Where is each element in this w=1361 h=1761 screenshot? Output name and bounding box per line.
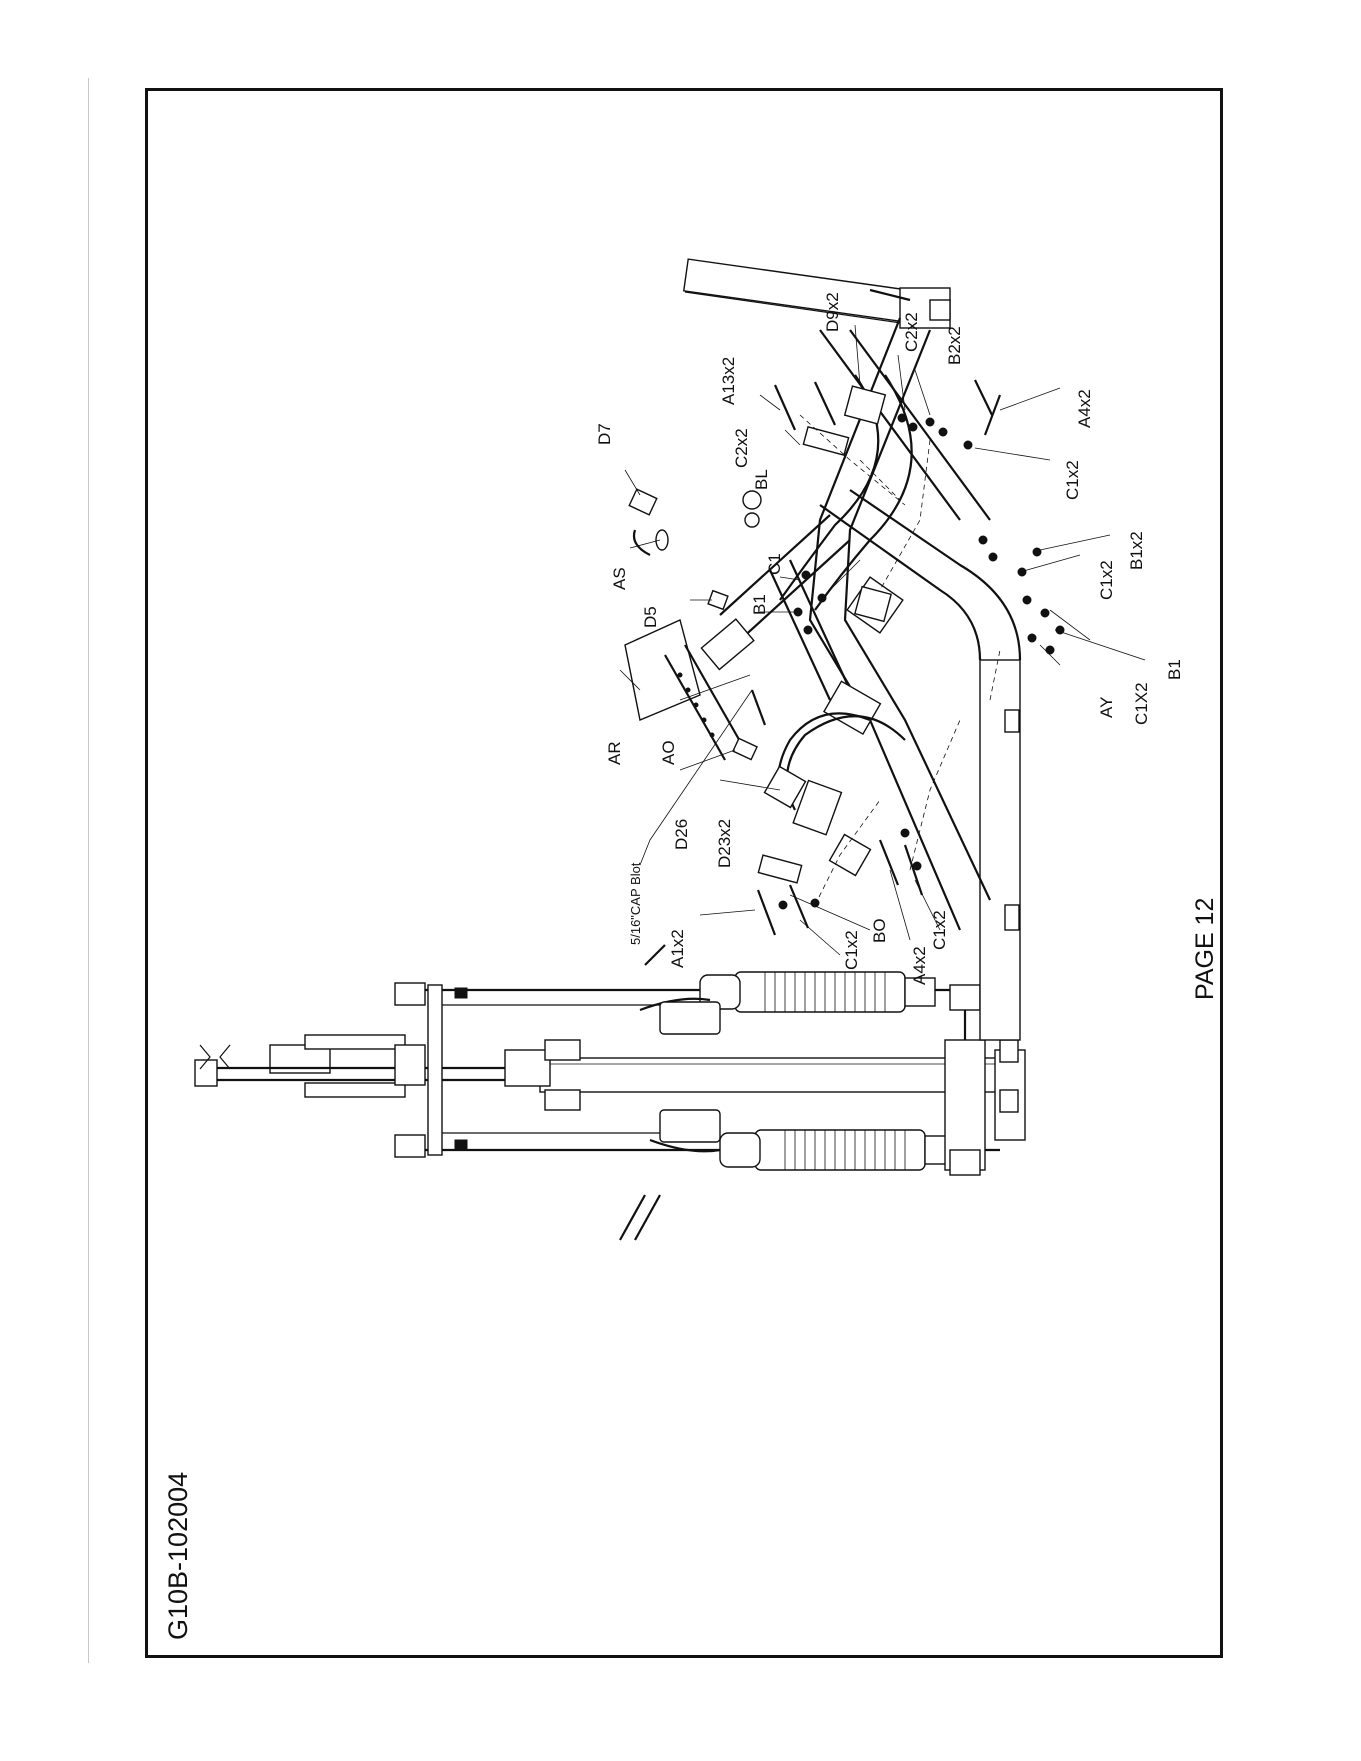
weight-stack-upper — [700, 972, 935, 1012]
callout-A13x2: A13x2 — [719, 357, 738, 405]
callout-D9x2: D9x2 — [823, 292, 842, 332]
weight-stack-lower — [720, 1130, 955, 1170]
d23-cube-1 — [765, 767, 806, 808]
callout-B1-lower: B1 — [1165, 659, 1184, 680]
main-upright-beam — [540, 1058, 1005, 1092]
d26-part — [733, 738, 757, 759]
callout-C1x2-left: C1x2 — [842, 930, 861, 970]
callout-C1x2-lower: C1x2 — [930, 910, 949, 950]
model-code: G10B-102004 — [163, 1472, 193, 1640]
callout-D7: D7 — [595, 423, 614, 445]
callout-AS: AS — [610, 567, 629, 590]
callout-C1X2: C1X2 — [1132, 682, 1151, 725]
callout-D23x2: D23x2 — [715, 819, 734, 868]
callout-A1x2: A1x2 — [668, 929, 687, 968]
callout-AO: AO — [659, 740, 678, 765]
assembly-dashes — [800, 415, 1000, 905]
callout-C2x2-mid: C2x2 — [732, 428, 751, 468]
callout-BL: BL — [752, 469, 771, 490]
callout-cap-bolt: 5/16"CAP Blot — [628, 862, 643, 945]
callout-C2x2-top: C2x2 — [902, 312, 921, 352]
top-left-bracket — [395, 983, 425, 1005]
callout-A4x2-left: A4x2 — [910, 946, 929, 985]
callout-B2x2: B2x2 — [945, 326, 964, 365]
callout-A4x2-right: A4x2 — [1075, 389, 1094, 428]
d9-cube-1 — [845, 386, 886, 424]
callout-D26: D26 — [672, 819, 691, 850]
callout-AR: AR — [605, 741, 624, 765]
callout-AY: AY — [1097, 697, 1116, 718]
callout-B1-upper: B1 — [750, 594, 769, 615]
leader-lines — [620, 325, 1145, 955]
callout-B1x2: B1x2 — [1127, 531, 1146, 570]
callout-D5: D5 — [641, 606, 660, 628]
callout-BO: BO — [870, 918, 889, 943]
callout-C1: C1 — [765, 553, 784, 575]
d7-cap — [629, 489, 657, 515]
callout-C1x2-mid: C1x2 — [1097, 560, 1116, 600]
page-label: PAGE 12 — [1191, 898, 1219, 1000]
callout-C1x2-right: C1x2 — [1063, 460, 1082, 500]
top-right-bracket — [395, 1135, 425, 1157]
